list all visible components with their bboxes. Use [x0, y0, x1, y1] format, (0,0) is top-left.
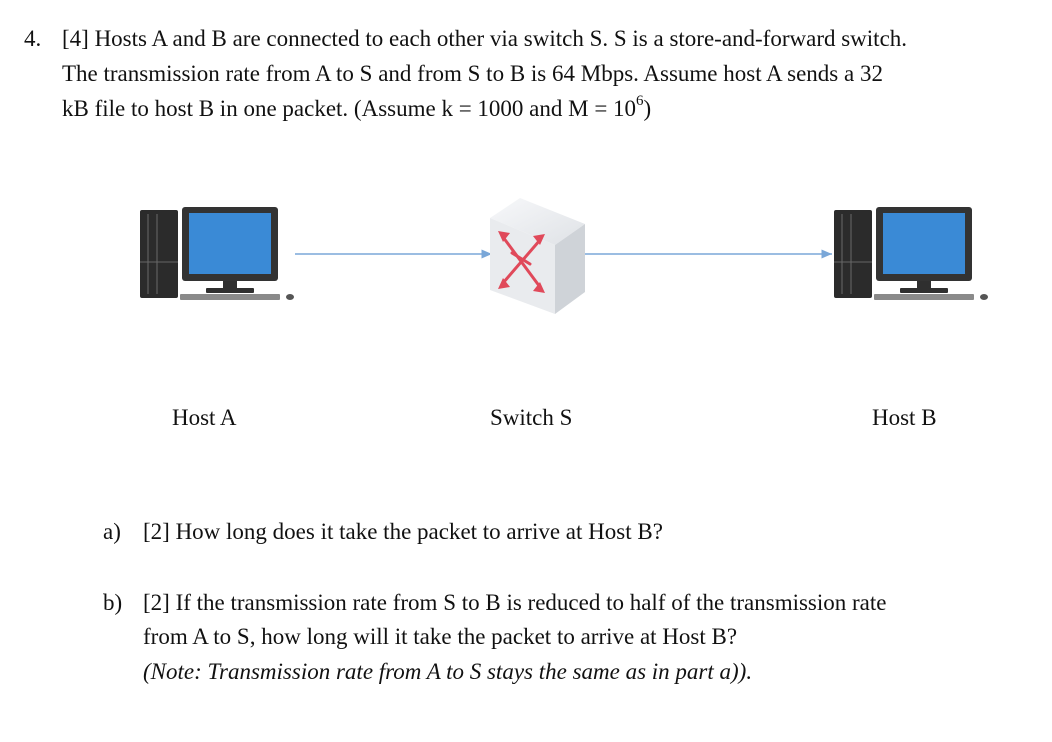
- part-b-note: (Note: Transmission rate from A to S sta…: [143, 659, 753, 684]
- host-b-label: Host B: [872, 405, 937, 430]
- part-b-marker: b): [103, 590, 123, 615]
- exponent: 6: [636, 93, 644, 110]
- switch-icon: [490, 198, 585, 314]
- question-line-1: [4] Hosts A and B are connected to each …: [62, 26, 908, 51]
- part-b-line-1: [2] If the transmission rate from S to B…: [143, 590, 887, 615]
- switch-label: Switch S: [490, 405, 573, 430]
- question-line-3-text: kB file to host B in one packet. (Assume…: [62, 96, 637, 121]
- host-a-computer-icon: [140, 207, 294, 300]
- part-b-line-2: from A to S, how long will it take the p…: [143, 624, 738, 649]
- question-line-3: kB file to host B in one packet. (Assume…: [62, 92, 651, 126]
- host-a-label: Host A: [172, 405, 237, 430]
- part-a-text: [2] How long does it take the packet to …: [143, 519, 663, 544]
- question-line-2: The transmission rate from A to S and fr…: [62, 61, 883, 86]
- question-number: 4.: [24, 26, 42, 51]
- question-line-3-close: ): [643, 96, 652, 121]
- part-a-marker: a): [103, 519, 121, 544]
- host-b-computer-icon: [834, 207, 988, 300]
